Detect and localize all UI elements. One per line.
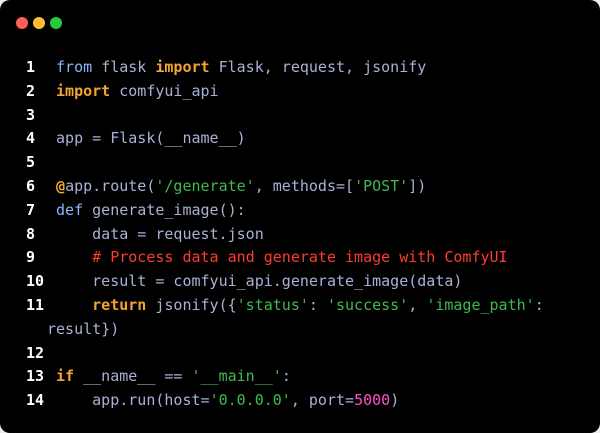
code-line: 3 <box>26 104 580 128</box>
code-token: : <box>308 295 327 314</box>
code-token: 'image_path' <box>426 295 535 314</box>
code-token: flask <box>101 58 156 76</box>
code-token: 'status' <box>236 295 309 314</box>
code-line: 11 return jsonify({'status': 'success', … <box>26 294 580 318</box>
code-line: 4 app = Flask(__name__) <box>26 127 580 151</box>
code-token: ) <box>390 391 400 410</box>
maximize-button[interactable] <box>50 17 62 29</box>
line-number: 3 <box>26 105 36 124</box>
code-token: : <box>281 367 291 386</box>
code-token: from <box>56 58 102 76</box>
code-token: app.run(host= <box>56 391 210 410</box>
line-number: 6 <box>26 176 36 195</box>
code-token: result = comfyui_api.generate_image(data… <box>56 272 463 291</box>
code-token: , <box>408 295 427 314</box>
line-number: 4 <box>26 129 36 148</box>
code-line: 9 # Process data and generate image with… <box>26 246 580 270</box>
code-token: def <box>56 200 93 219</box>
code-token: 5000 <box>354 391 391 410</box>
code-token: comfyui_api <box>119 81 219 100</box>
line-number: 10 <box>26 272 45 291</box>
code-token: '__main__' <box>191 367 282 386</box>
code-token: , port= <box>290 391 355 410</box>
code-token: import <box>155 58 219 76</box>
code-token: 'POST' <box>354 176 409 195</box>
code-token: '/generate' <box>155 176 255 195</box>
code-token: '0.0.0.0' <box>209 391 291 410</box>
close-button[interactable] <box>16 17 28 29</box>
code-line: 1 from flask import Flask, request, json… <box>26 56 580 80</box>
code-token: @ <box>56 176 66 195</box>
code-token <box>56 296 92 314</box>
code-token: # Process data and generate image with C… <box>56 248 508 267</box>
line-number: 9 <box>26 248 36 267</box>
code-token: import <box>56 81 120 100</box>
line-number: 11 <box>26 295 45 314</box>
code-token: __name__ == <box>83 367 192 386</box>
code-token: app.route( <box>65 176 156 195</box>
window-titlebar <box>0 0 600 44</box>
minimize-button[interactable] <box>33 17 45 29</box>
code-token: , methods=[ <box>254 176 355 195</box>
line-number: 8 <box>26 224 36 243</box>
line-number: 7 <box>26 200 36 219</box>
code-line: 13 if __name__ == '__main__': <box>26 365 580 389</box>
line-number: 2 <box>26 81 36 100</box>
line-number: 1 <box>26 58 36 76</box>
code-line: 10 result = comfyui_api.generate_image(d… <box>26 270 580 294</box>
code-token: generate_image(): <box>92 200 246 219</box>
code-line: 14 app.run(host='0.0.0.0', port=5000) <box>26 389 580 413</box>
line-number: 12 <box>26 343 45 362</box>
code-token: return <box>92 295 156 314</box>
code-token: : <box>534 295 544 314</box>
code-token: 'success' <box>326 295 409 314</box>
code-token: jsonify({ <box>155 295 237 314</box>
code-line: 12 <box>26 342 580 366</box>
code-line: 8 data = request.json <box>26 223 580 247</box>
code-line: 6 @app.route('/generate', methods=['POST… <box>26 175 580 199</box>
code-token: result}) <box>47 319 120 338</box>
code-token: Flask, request, jsonify <box>218 58 427 76</box>
line-number: 14 <box>26 391 45 410</box>
code-token: data = request.json <box>56 224 264 243</box>
code-token: if <box>56 367 84 386</box>
line-number: 13 <box>26 367 45 386</box>
code-line: 5 <box>26 151 580 175</box>
code-line: result}) <box>26 318 580 342</box>
code-token: ]) <box>408 176 427 195</box>
code-line: 7 def generate_image(): <box>26 199 580 223</box>
code-line: 2 import comfyui_api <box>26 80 580 104</box>
line-number: 5 <box>26 153 36 172</box>
code-token: app = Flask(__name__) <box>56 129 246 148</box>
code-block: 1 from flask import Flask, request, json… <box>26 56 580 413</box>
